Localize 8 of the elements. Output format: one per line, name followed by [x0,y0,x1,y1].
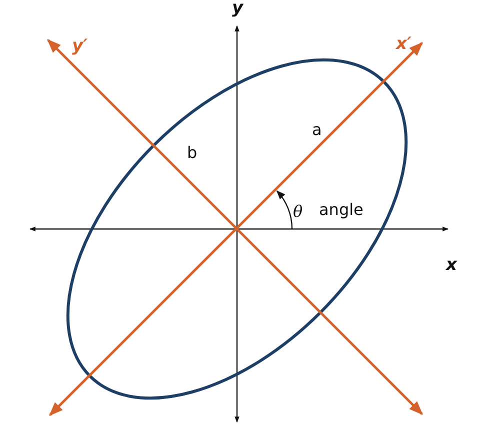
axis-label: x′ [396,36,412,53]
angle-label: angle [319,202,364,218]
axis-label: x [446,257,457,274]
axis-label: b [187,145,198,161]
angle-label: θ [293,204,303,220]
axis-label: y [232,0,244,17]
axis-label: a [312,122,322,138]
axis-label: y′ [72,38,88,55]
